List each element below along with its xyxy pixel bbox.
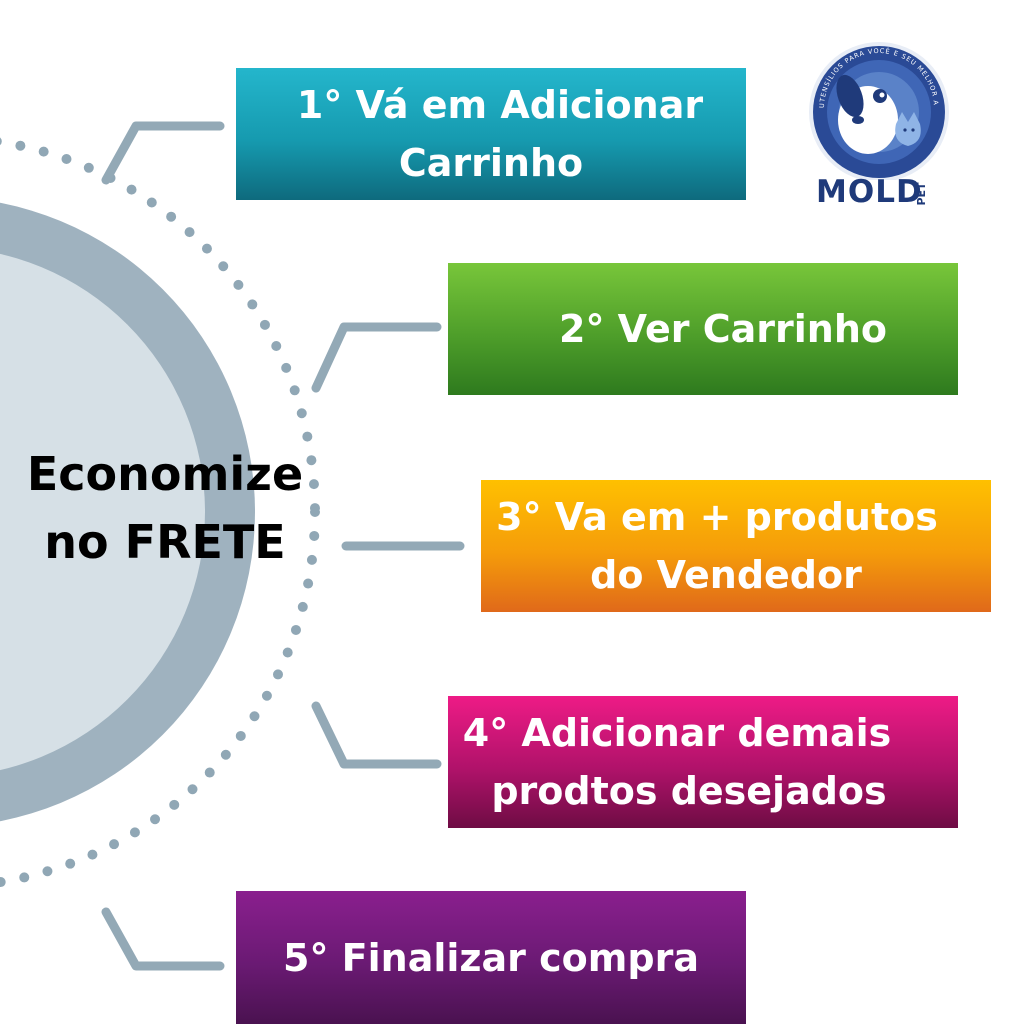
step-5-box: 5° Finalizar compra xyxy=(236,891,746,1024)
step-1-line2: Carrinho xyxy=(398,141,584,185)
step-5-line1: 5° Finalizar compra xyxy=(283,935,699,980)
connector-2 xyxy=(311,322,442,393)
step-1-line1: 1° Vá em Adicionar xyxy=(296,83,704,127)
step-2-box: 2° Ver Carrinho xyxy=(448,263,958,395)
step-1-box: 1° Vá em Adicionar Carrinho xyxy=(236,68,746,200)
logo-word-small: PET xyxy=(915,182,928,206)
step-3-line2: do Vendedor xyxy=(590,553,862,597)
center-title-line2: no FRETE xyxy=(44,515,286,569)
connector-1 xyxy=(101,121,225,185)
step-2-line1: 2° Ver Carrinho xyxy=(559,307,887,351)
center-title-line1: Economize xyxy=(26,447,304,501)
step-4-line2: prodtos desejados xyxy=(491,769,887,813)
step-3-line1: 3° Va em + produtos xyxy=(496,495,938,539)
center-circle xyxy=(0,253,205,771)
connector-5 xyxy=(101,907,225,971)
dog-and-cat-icon: UTENSÍLIOS PARA VOCÊ E SEU MELHOR AMIGO xyxy=(803,34,949,182)
step-3-box: 3° Va em + produtos do Vendedor xyxy=(481,480,991,612)
logo-word: MOLD xyxy=(816,174,923,210)
step-4-line1: 4° Adicionar demais xyxy=(462,711,892,755)
dotted-orbit xyxy=(0,136,320,888)
center-title: Economize no FRETE xyxy=(0,440,330,576)
step-4-box: 4° Adicionar demais prodtos desejados xyxy=(448,696,958,828)
moldpet-logo: UTENSÍLIOS PARA VOCÊ E SEU MELHOR AMIGO … xyxy=(803,34,952,222)
connector-4 xyxy=(311,701,442,769)
